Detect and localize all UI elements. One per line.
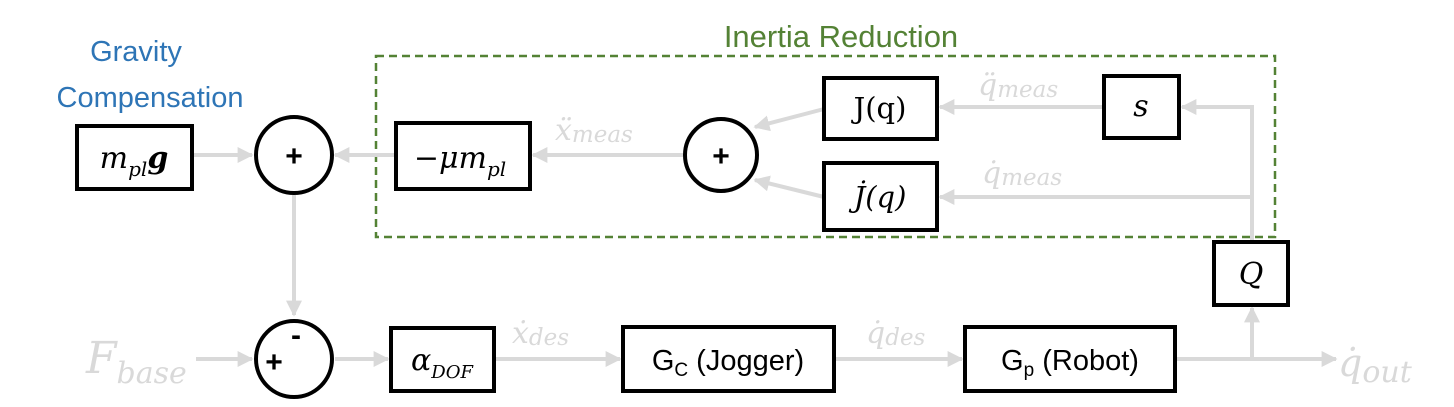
gc-block-sub: C xyxy=(674,360,688,381)
sum-bottom-plus-sign: + xyxy=(265,346,283,379)
label-q-des-base: q̇ xyxy=(866,316,885,351)
gravity-compensation-title-line2: Compensation xyxy=(57,82,244,114)
inertia-reduction-group xyxy=(374,54,1277,239)
label-x-des-sub: des xyxy=(529,325,569,351)
label-x-meas-sub: meas xyxy=(572,122,633,148)
gravity-compensation-title-line1: Gravity xyxy=(90,36,182,68)
svg-text:q̇des: q̇des xyxy=(866,316,926,351)
wire-q-to-s xyxy=(1180,99,1254,242)
label-q-out-sub: out xyxy=(1362,355,1412,390)
svg-text:GC (Jogger): GC (Jogger) xyxy=(652,345,804,381)
jacobian-dot-block-label: J̇(q) xyxy=(849,180,907,214)
gravity-block-sub: pl xyxy=(128,157,147,181)
svg-text:Gp (Robot): Gp (Robot) xyxy=(1001,345,1139,381)
label-q-des-sub: des xyxy=(885,325,925,351)
gp-block-sub: p xyxy=(1024,360,1035,381)
s-block-label: s xyxy=(1133,89,1148,124)
sum-bottom-minus-sign: - xyxy=(291,319,301,352)
label-q-ddot-base: q̈ xyxy=(978,68,997,103)
label-f-base-sub: base xyxy=(117,356,187,391)
label-q-dot-base: q̇ xyxy=(982,156,1001,191)
label-q-out-base: q̇ xyxy=(1338,341,1362,385)
svg-text:q̇out: q̇out xyxy=(1338,341,1413,390)
svg-text:αDOF: αDOF xyxy=(411,343,474,383)
neg-mu-block-sub: pl xyxy=(487,157,506,181)
gc-block-rest: (Jogger) xyxy=(688,345,804,377)
label-q-dot-sub: meas xyxy=(1001,165,1062,191)
gc-jogger-block: GC (Jogger) xyxy=(621,325,836,393)
inertia-reduction-title: Inertia Reduction xyxy=(724,19,958,54)
svg-text:ẍmeas: ẍmeas xyxy=(555,113,633,148)
alpha-dof-block: αDOF xyxy=(389,326,496,393)
sum-junction-bottom: + - xyxy=(254,319,334,399)
sum-top-left-sign: + xyxy=(285,140,303,173)
svg-text:Fbase: Fbase xyxy=(85,333,187,391)
label-f-base: F xyxy=(85,333,118,384)
gp-robot-block: Gp (Robot) xyxy=(963,325,1177,393)
svg-text:−μmpl: −μmpl xyxy=(414,141,506,181)
sum-junction-top-left: + xyxy=(254,115,334,195)
q-block: Q xyxy=(1212,240,1290,307)
jacobian-block: J(q) xyxy=(822,76,939,141)
svg-text:mplg: mplg xyxy=(100,141,169,181)
alpha-dof-sub: DOF xyxy=(430,362,474,383)
label-x-des-base: ẋ xyxy=(512,316,529,351)
label-q-ddot-sub: meas xyxy=(997,77,1058,103)
q-block-label: Q xyxy=(1239,257,1264,292)
svg-text:q̇meas: q̇meas xyxy=(982,156,1062,191)
sum-inertia-sign: + xyxy=(712,140,730,173)
label-x-meas-base: ẍ xyxy=(555,113,572,148)
jacobian-dot-block: J̇(q) xyxy=(822,161,939,232)
neg-mu-block: −μmpl xyxy=(394,121,532,191)
svg-text:q̈meas: q̈meas xyxy=(978,68,1058,103)
neg-mu-block-base: −μm xyxy=(414,141,487,176)
gravity-block-base: m xyxy=(100,141,128,176)
jacobian-block-label: J(q) xyxy=(851,91,907,125)
alpha-dof-base: α xyxy=(411,343,431,378)
wire-j-to-sum xyxy=(753,107,825,132)
wire-jdot-to-sum xyxy=(753,175,825,199)
gravity-block: mplg xyxy=(75,124,194,191)
sum-junction-inertia: + xyxy=(683,117,759,193)
gc-block-base: G xyxy=(652,345,675,377)
gp-block-base: G xyxy=(1001,345,1024,377)
gp-block-rest: (Robot) xyxy=(1034,345,1139,377)
svg-text:ẋdes: ẋdes xyxy=(512,316,569,351)
s-block: s xyxy=(1102,74,1181,140)
gravity-block-vector: g xyxy=(147,141,168,176)
